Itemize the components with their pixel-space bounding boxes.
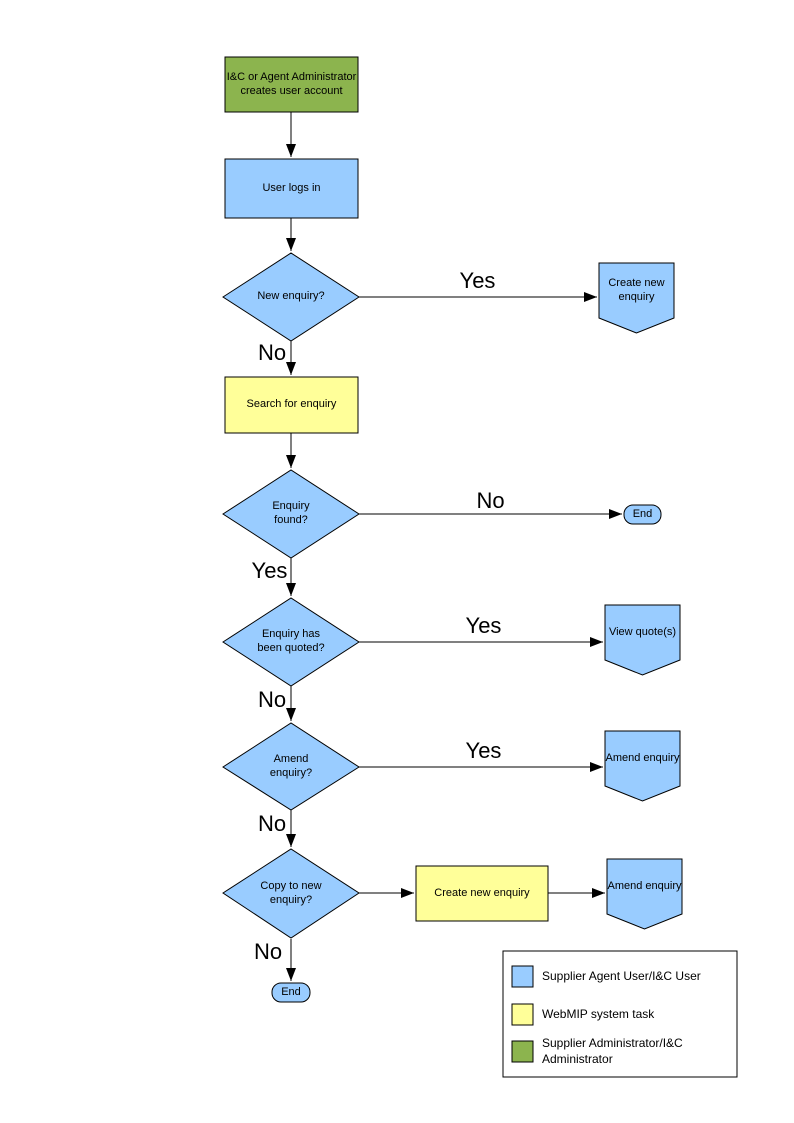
- legend-box: [502, 950, 738, 1078]
- node-new-enquiry-decision-label: New enquiry?: [257, 290, 325, 303]
- node-create-new-enquiry-label: Create new enquiry: [608, 276, 665, 303]
- node-amend-enquiry-decision-label: Amend enquiry?: [269, 752, 313, 779]
- edge-label-new-enquiry-yes: Yes: [459, 268, 496, 293]
- node-enquiry-quoted-decision-shape: [222, 597, 360, 687]
- node-copy-to-new-decision-shape: [222, 848, 360, 939]
- legend-swatch-user: [511, 965, 534, 988]
- edge-label-amend-no: No: [257, 811, 287, 836]
- legend-swatch-system: [511, 1003, 534, 1026]
- edge-label-amend-yes: Yes: [465, 738, 502, 763]
- node-amend-enquiry-label: Amend enquiry: [605, 751, 680, 764]
- node-enquiry-quoted-decision-label: Enquiry has been quoted?: [257, 628, 325, 654]
- node-end-bottom-shape: [271, 982, 311, 1003]
- node-view-quotes-shape: [604, 604, 681, 676]
- edge-label-new-enquiry-no: No: [257, 340, 287, 365]
- node-end-right-shape: [623, 504, 662, 525]
- node-user-logs-in-label: User logs in: [262, 181, 321, 194]
- edge-label-copy-no: No: [253, 939, 283, 964]
- node-user-logs-in-shape: [224, 158, 359, 219]
- edge-label-quoted-yes: Yes: [465, 613, 502, 638]
- legend-label-system: WebMIP system task: [542, 1006, 655, 1021]
- node-amend-enquiry-2-label: Amend enquiry: [607, 879, 682, 892]
- node-admin-creates-account-label: I&C or Agent Administrator creates user …: [226, 70, 357, 97]
- node-search-for-enquiry-label: Search for enquiry: [246, 398, 337, 411]
- node-create-new-enquiry-task-label: Create new enquiry: [434, 886, 530, 899]
- node-new-enquiry-decision-shape: [222, 252, 360, 342]
- edge-label-enquiry-found-no: No: [476, 488, 505, 513]
- node-create-new-enquiry-task-shape: [415, 865, 549, 922]
- edge-label-quoted-no: No: [257, 687, 287, 712]
- legend-swatch-admin: [511, 1040, 534, 1063]
- node-amend-enquiry-decision-shape: [222, 722, 360, 811]
- node-enquiry-found-decision-label: Enquiry found?: [272, 500, 310, 526]
- node-end-bottom-label: End: [281, 985, 301, 998]
- edge-label-enquiry-found-yes: Yes: [251, 558, 288, 583]
- node-view-quotes-label: View quote(s): [608, 625, 677, 638]
- node-enquiry-found-decision-shape: [222, 469, 360, 559]
- node-end-right-label: End: [632, 507, 653, 520]
- node-search-for-enquiry-shape: [224, 376, 359, 434]
- legend-label-user: Supplier Agent User/I&C User: [542, 968, 701, 983]
- legend-label-admin: Supplier Administrator/I&C Administrator: [542, 1036, 683, 1066]
- node-copy-to-new-decision-label: Copy to new enquiry?: [260, 879, 322, 906]
- node-amend-enquiry-shape: [604, 730, 681, 802]
- node-admin-creates-account-shape: [224, 56, 359, 113]
- node-amend-enquiry-2-shape: [606, 858, 683, 930]
- node-create-new-enquiry-shape: [598, 262, 675, 334]
